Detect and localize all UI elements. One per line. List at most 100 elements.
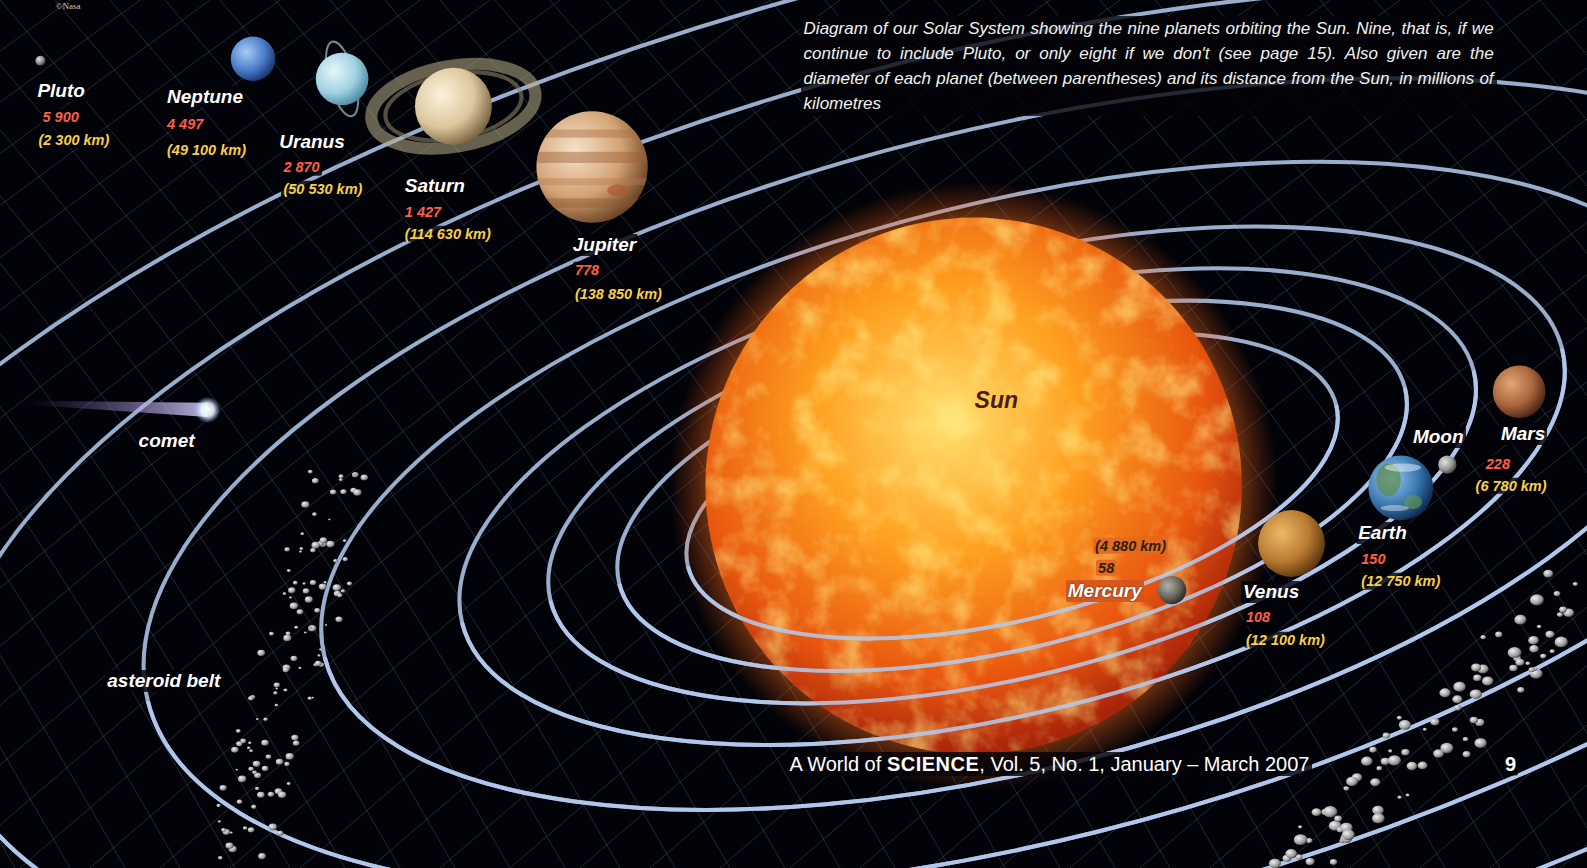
distance-value: 228 [1484,455,1512,472]
asteroid-rock [1388,755,1401,765]
asteroid-rock [1529,645,1538,652]
asteroid-rock [288,587,295,593]
asteroid-rock [283,688,287,691]
asteroid-rock [299,550,302,552]
asteroid-rock [335,616,342,622]
asteroid-rock [1418,762,1428,770]
asteroid-rock [319,648,322,651]
moon-body [1438,455,1456,473]
grid-line [1375,0,1587,868]
asteroid-rock [286,753,294,760]
orbit-ring [62,0,1587,868]
earth-surface [1376,464,1422,512]
asteroid-rock [256,718,259,720]
grid-line [0,0,420,868]
asteroid-rock [1298,825,1302,828]
asteroid-rock [298,667,301,670]
comet-tail [28,401,207,417]
grid-line [0,0,125,868]
asteroid-rock [1342,830,1355,840]
asteroid-rock [263,718,267,722]
asteroid-rock [1430,718,1439,725]
asteroid-rock [1530,594,1544,605]
asteroid-rock [294,626,298,629]
asteroid-rock [1509,665,1517,672]
mars-planet [1493,365,1546,418]
diameter-value: (138 850 km) [573,285,664,302]
asteroid-rock [315,661,322,666]
asteroid-rock [333,584,341,591]
saturn-planet [415,68,492,145]
asteroid-rock [285,547,290,551]
asteroid-rock [352,472,359,477]
planet-name: Earth [1356,522,1409,544]
asteroid-rock [1554,591,1561,596]
asteroid-rock [1346,777,1358,787]
asteroid-rock [1323,806,1337,817]
asteroid-rock [1439,688,1450,697]
asteroid-rock [301,501,309,507]
asteroid-rock [1473,674,1481,681]
grid-line [1350,0,1587,868]
asteroid-rock [248,742,251,745]
asteroid-rock [1330,859,1337,865]
venus-planet [1258,510,1325,577]
asteroid-rock [310,580,316,585]
asteroid-rock [1406,793,1410,796]
asteroid-rock [225,842,233,848]
grid-line [580,0,1587,868]
asteroid-rock [1399,720,1411,730]
asteroid-rock [1529,667,1535,672]
asteroid-rock [309,626,312,628]
asteroid-rock [268,792,274,797]
page-number: 9 [1503,753,1518,776]
asteroid-rock [1528,636,1539,645]
orbit-ring [580,231,1444,741]
asteroid-rock [1471,663,1481,671]
asteroid-rock [1344,786,1350,791]
diameter-value: (4 880 km) [1093,537,1168,554]
asteroid-rock [1377,766,1383,771]
planet-name: Moon [1411,426,1466,448]
asteroid-rock [1545,631,1554,638]
journal-name: SCIENCE [887,752,979,776]
credit-text: ©Nasa [56,1,81,11]
jupiter-bands [526,130,668,208]
asteroid-rock [247,746,251,749]
asteroid-rock [312,697,315,699]
diameter-value: (12 100 km) [1244,631,1327,648]
orbit-ring [505,186,1520,785]
grid-line [0,0,350,868]
asteroid-rock [1557,612,1563,617]
orbit-ring [656,275,1369,696]
asteroid-rock [1573,582,1578,586]
asteroid-rock [314,608,320,613]
neptune-planet [231,36,276,81]
asteroid-rock [299,547,303,550]
distance-value: 150 [1359,550,1387,567]
asteroid-rock [324,581,327,584]
asteroid-rock [293,740,300,745]
asteroid-rock [341,589,345,592]
diameter-value: (12 750 km) [1359,573,1442,590]
asteroid-rock [1453,682,1465,692]
asteroid-rock [283,635,291,641]
asteroid-rock [238,776,246,783]
sun-glow [670,182,1277,789]
asteroid-rock [1369,747,1376,753]
asteroid-rock [1423,728,1427,731]
asteroid-rock [275,704,278,707]
asteroid-rock [1285,849,1297,858]
grid-line [0,0,290,868]
grid-line [0,0,70,868]
grid-line [650,0,1587,868]
footer-text: A World of [789,752,881,776]
asteroid-rock [1463,751,1471,757]
asteroid-rock [1397,796,1401,800]
jupiter-band [526,178,668,185]
grid-line [1490,0,1587,868]
